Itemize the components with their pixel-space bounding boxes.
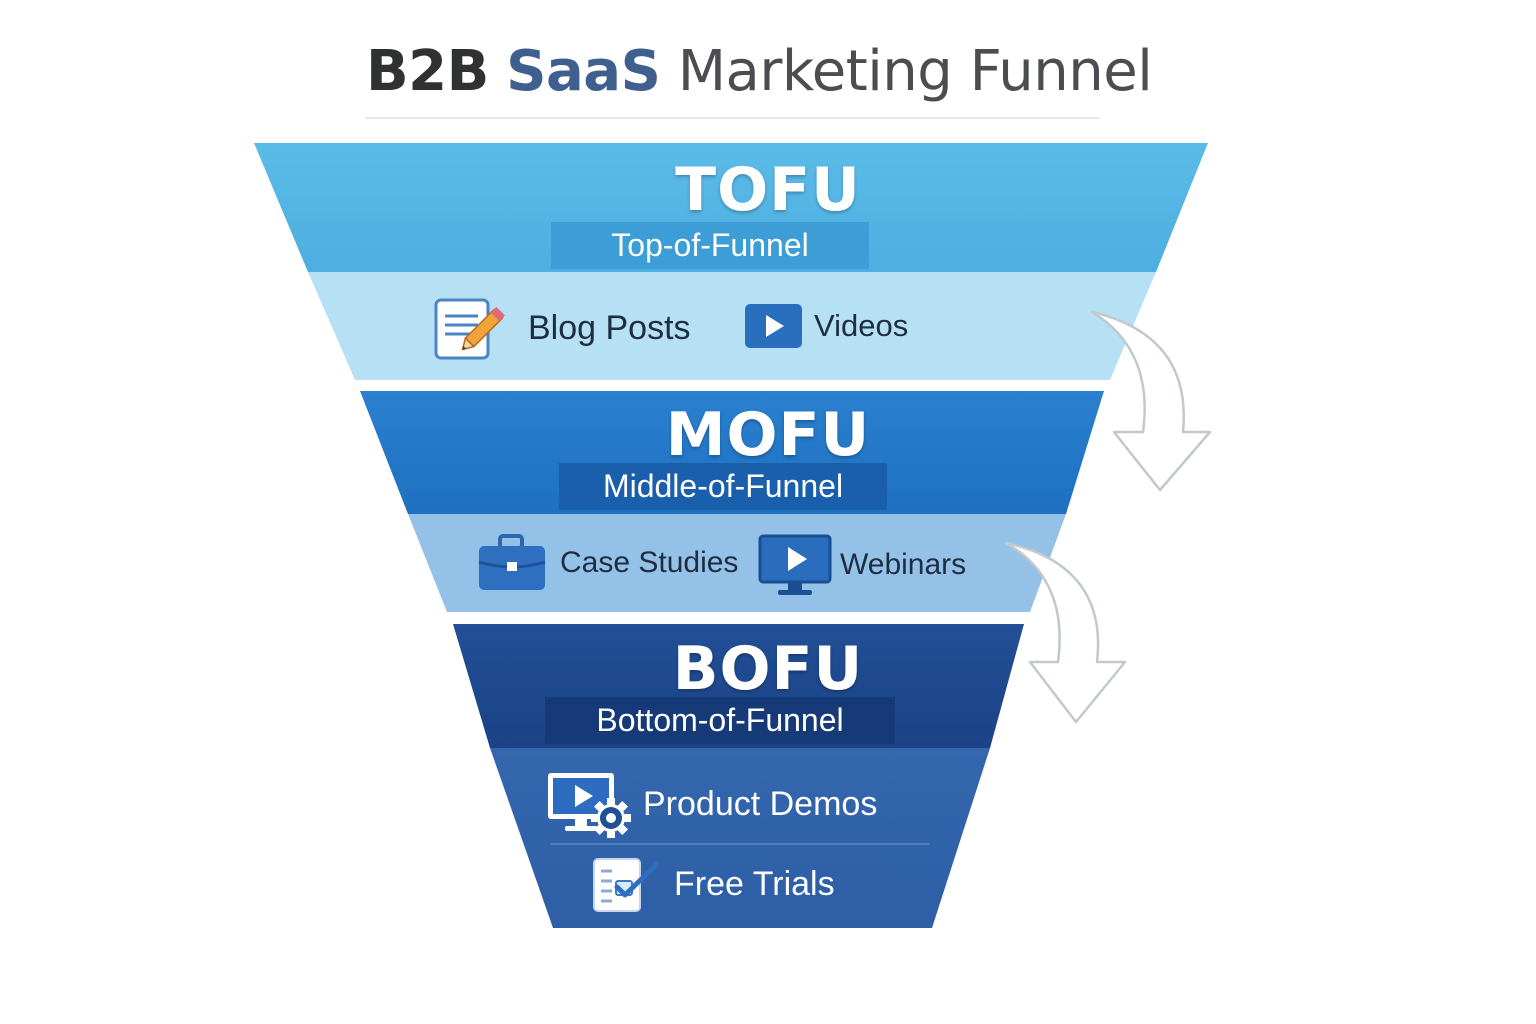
tofu-stage-name: TOFU [675,155,861,225]
tactic-free-trials: Free Trials [590,855,835,913]
tofu-content-band [308,272,1156,380]
monitor-gear-icon [545,770,635,838]
tactic-label-videos: Videos [814,308,909,343]
tactic-videos: Videos [744,302,908,350]
flow-arrow-tofu-to-mofu [1090,310,1212,492]
tofu-stage-subtitle: Top-of-Funnel [611,227,809,263]
tactic-label-product-demos: Product Demos [643,784,878,823]
briefcase-icon [476,532,548,594]
title-part-saas: SaaS [506,39,661,104]
tactic-product-demos: Product Demos [545,770,877,838]
title-part-funnel: Marketing Funnel [677,39,1153,104]
bofu-stage-name: BOFU [672,634,864,704]
play-button-icon [744,302,804,350]
title-part-b2b: B2B [366,39,489,104]
flow-arrow-mofu-to-bofu [1004,541,1127,724]
tactic-label-webinars: Webinars [840,548,967,581]
tactic-blog-posts: Blog Posts [432,294,691,362]
mofu-content-band [408,514,1066,612]
tactic-label-case-studies: Case Studies [560,546,739,579]
tactic-webinars: Webinars [758,532,966,598]
bofu-stage-subtitle: Bottom-of-Funnel [596,702,844,738]
tactic-case-studies: Case Studies [476,532,738,594]
bofu-subtitle-box [545,697,895,744]
tofu-header-band [254,143,1208,272]
mofu-subtitle-box [559,463,887,510]
document-pencil-icon [432,294,514,362]
checklist-icon [590,855,662,913]
mofu-stage-name: MOFU [665,400,871,470]
page-title: B2B SaaS Marketing Funnel [366,36,1153,108]
monitor-play-icon [758,532,834,598]
tactic-label-blog-posts: Blog Posts [528,308,691,347]
tofu-subtitle-box [551,222,869,269]
mofu-stage-subtitle: Middle-of-Funnel [602,468,844,504]
title-divider [366,117,1100,119]
mofu-header-band [360,391,1104,514]
tactic-label-free-trials: Free Trials [674,864,835,903]
